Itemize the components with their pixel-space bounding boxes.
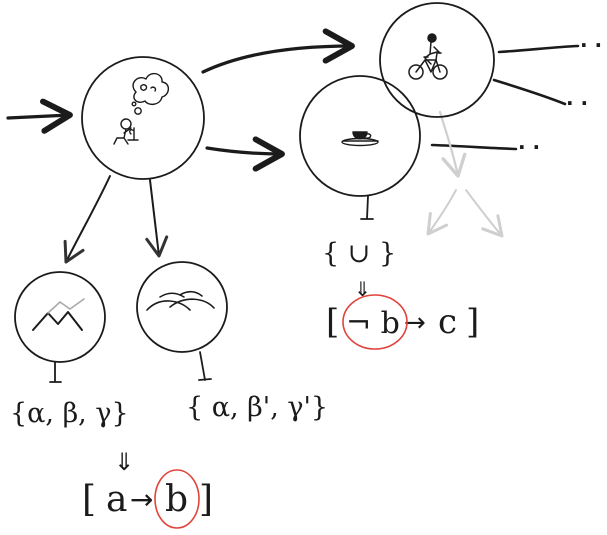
coffee-rule-consequent: c bbox=[438, 302, 457, 342]
coffee-continuation-dots: · · bbox=[518, 135, 540, 159]
coffee-rule-arrow: → bbox=[404, 308, 426, 338]
cycling-continuation-dots: · · bbox=[580, 33, 602, 57]
mountains-icon bbox=[32, 298, 85, 331]
mountains-rule-open: [ bbox=[82, 479, 96, 520]
coffee-continuation-line bbox=[430, 143, 518, 151]
coffee-node bbox=[299, 75, 421, 197]
coffee-rule-open: [ bbox=[326, 302, 339, 342]
mountains-node bbox=[14, 271, 106, 383]
bicycle-rider-icon bbox=[408, 33, 448, 80]
mountains-rule-consequent: b bbox=[165, 479, 188, 520]
root-to-mountains-arrow bbox=[63, 175, 111, 264]
input-arrow bbox=[6, 98, 73, 134]
mountains-rule-close: ] bbox=[199, 479, 213, 520]
thinking-person-icon bbox=[113, 72, 170, 145]
root-to-hills-arrow bbox=[145, 179, 169, 258]
coffee-double-arrow: ⇓ bbox=[354, 277, 371, 301]
root-to-coffee-arrow bbox=[205, 136, 285, 172]
faint-branch-arrow-top bbox=[438, 110, 467, 178]
coffee-rule-negated: ¬ b bbox=[346, 306, 400, 341]
hills-node bbox=[136, 261, 228, 381]
root-node bbox=[81, 56, 205, 180]
rolling-hills-icon bbox=[146, 290, 215, 311]
mountains-highlight-circle bbox=[154, 469, 200, 529]
mountains-double-arrow: ⇓ bbox=[114, 448, 134, 476]
cycling-lower-continuation-line bbox=[492, 78, 567, 106]
coffee-node-stem bbox=[360, 195, 374, 220]
cycling-continuation-line bbox=[497, 44, 580, 54]
mountains-rule-arrow: → bbox=[130, 483, 153, 516]
faint-branch-arrow-left bbox=[426, 189, 457, 236]
cycling-node bbox=[379, 2, 495, 118]
coffee-rule-close: ] bbox=[466, 302, 479, 342]
hills-attribute-set: { α, β', γ'} bbox=[186, 392, 328, 423]
faint-branch-arrow-right bbox=[465, 189, 504, 238]
mountains-rule-antecedent: a bbox=[106, 479, 127, 520]
coffee-cup-icon bbox=[341, 131, 379, 147]
coffee-highlight-circle bbox=[342, 294, 408, 350]
coffee-attribute-set: { ∪ } bbox=[322, 238, 396, 269]
mountains-attribute-set: {α, β, γ} bbox=[10, 398, 129, 429]
coffee-rule: [ ¬ b → c ] bbox=[326, 294, 479, 350]
root-to-cycling-arrow bbox=[201, 28, 355, 74]
cycling-lower-continuation-dots: · · bbox=[566, 91, 588, 115]
mountains-rule: [ a → b ] bbox=[82, 469, 213, 529]
